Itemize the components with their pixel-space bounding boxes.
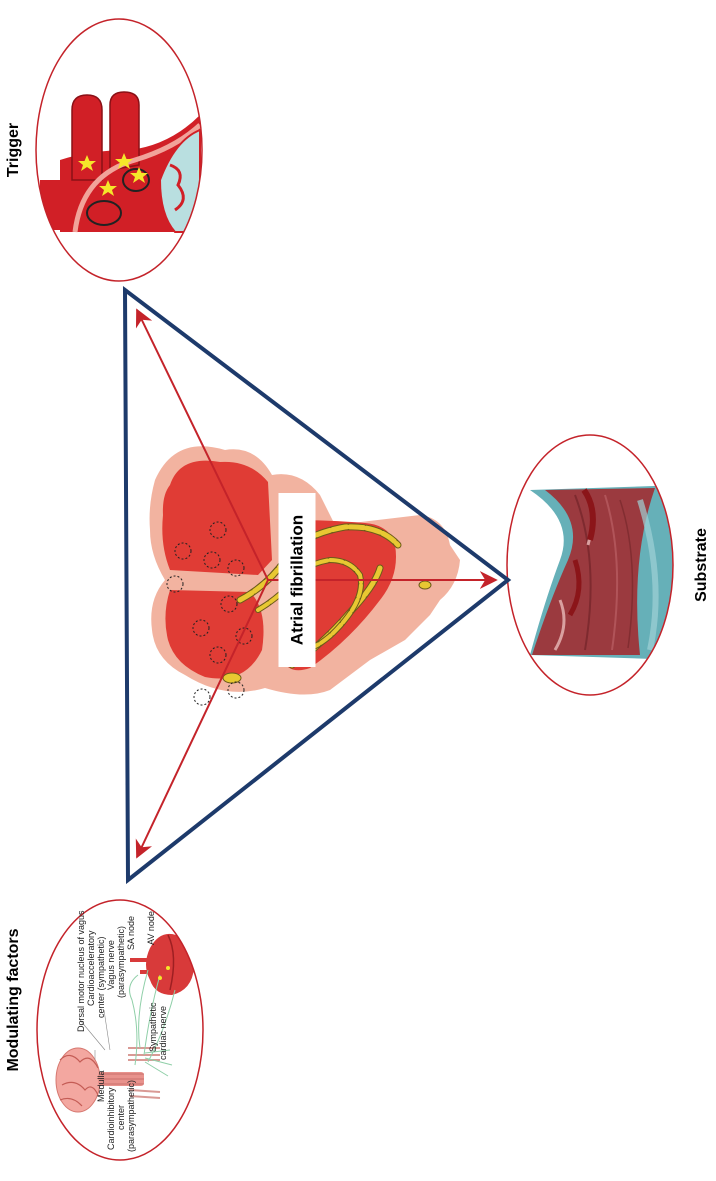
cardioinh-label-1: Cardioinhibitory bbox=[106, 1087, 116, 1150]
substrate-ellipse bbox=[507, 435, 685, 695]
sympathetic-label-1: Sympathetic bbox=[148, 1002, 158, 1052]
vagus-label-2: (parasympathetic) bbox=[116, 926, 126, 998]
atrial-fibrillation-label: Atrial fibrillation bbox=[279, 493, 316, 667]
pulmonary-veins-illustration bbox=[30, 15, 210, 285]
modulating-factors-label: Modulating factors bbox=[5, 928, 23, 1071]
vagus-label-1: Vagus nerve bbox=[106, 940, 116, 990]
cardioinh-label-2: center bbox=[116, 1105, 126, 1130]
sa-node-label: SA node bbox=[126, 916, 136, 950]
sympathetic-label-2: cardiac nerve bbox=[158, 1006, 168, 1060]
medulla-label: Medulla bbox=[96, 1070, 106, 1102]
cardioinh-label-3: (parasympathetic) bbox=[126, 1080, 136, 1152]
dorsal-motor-label: Dorsal motor nucleus of vagus bbox=[76, 910, 86, 1032]
trigger-ellipse bbox=[30, 15, 210, 285]
substrate-label: Substrate bbox=[693, 528, 711, 602]
cardioacc-label-1: Cardioacceleratory bbox=[86, 930, 96, 1006]
trigger-label: Trigger bbox=[5, 123, 23, 177]
cardioacc-label-2: center (sympathetic) bbox=[96, 936, 106, 1018]
av-node-label: AV node bbox=[146, 911, 156, 945]
